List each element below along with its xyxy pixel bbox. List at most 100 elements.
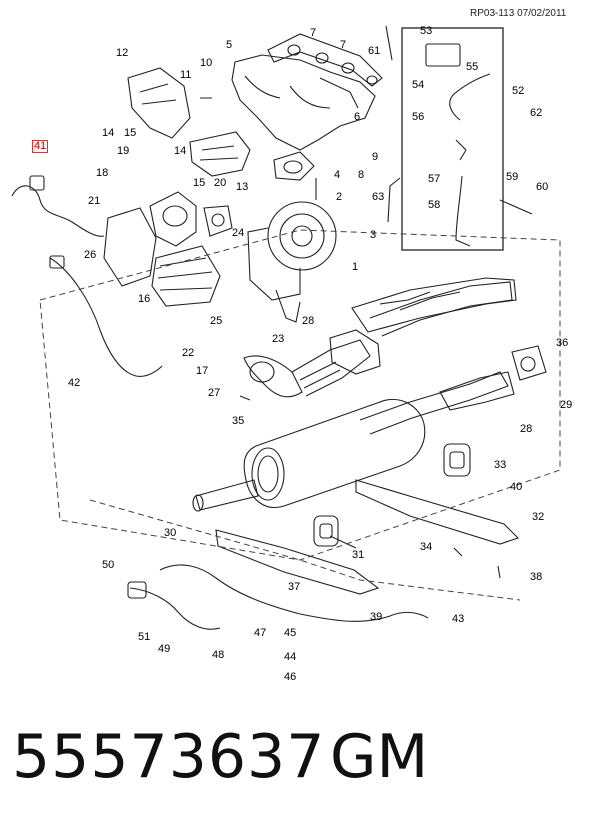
callout-47: 47: [254, 627, 267, 639]
callout-51: 51: [138, 631, 151, 643]
callout-6: 6: [354, 111, 361, 123]
callout-28b: 28: [520, 423, 533, 435]
callout-30: 30: [164, 527, 177, 539]
callout-23: 23: [272, 333, 285, 345]
callout-27: 27: [208, 387, 221, 399]
callout-60: 60: [536, 181, 549, 193]
part-number: 55573637: [12, 722, 326, 792]
vacuum-hose-56: [449, 73, 491, 121]
exhaust-hanger-31: [313, 515, 339, 547]
callout-22: 22: [182, 347, 195, 359]
callout-37: 37: [288, 581, 301, 593]
callout-18: 18: [96, 167, 109, 179]
callout-45: 45: [284, 627, 297, 639]
callout-62: 62: [530, 107, 543, 119]
callout-7b: 7: [340, 39, 347, 51]
callout-50: 50: [102, 559, 115, 571]
callout-3: 3: [370, 229, 377, 241]
upper-heat-shield-left: [127, 67, 191, 139]
callout-58: 58: [428, 199, 441, 211]
callout-21: 21: [88, 195, 101, 207]
callout-46: 46: [284, 671, 297, 683]
callout-53: 53: [420, 25, 433, 37]
muffler-body: [243, 398, 426, 508]
callout-28a: 28: [302, 315, 315, 327]
callout-41-highlighted[interactable]: 41: [32, 140, 49, 153]
front-bracket-30: [215, 529, 380, 595]
callout-32: 32: [532, 511, 545, 523]
part-footer: 55573637 GM: [0, 722, 600, 812]
callout-57: 57: [428, 173, 441, 185]
callout-12: 12: [116, 47, 129, 59]
callout-63: 63: [372, 191, 385, 203]
vacuum-hose-58: [455, 175, 471, 247]
callout-61: 61: [368, 45, 381, 57]
callout-1: 1: [352, 261, 359, 273]
callout-48: 48: [212, 649, 225, 661]
intermediate-pipe-28: [369, 281, 513, 337]
exhaust-manifold: [231, 54, 376, 151]
callout-29: 29: [560, 399, 573, 411]
callout-5: 5: [226, 39, 233, 51]
callout-14a: 14: [102, 127, 115, 139]
callout-8: 8: [358, 169, 365, 181]
callout-34: 34: [420, 541, 433, 553]
hose-assembly-box: [401, 27, 504, 251]
callout-15b: 15: [193, 177, 206, 189]
rear-bracket-32: [355, 479, 520, 545]
turbo-gasket: [273, 151, 315, 181]
callout-13: 13: [236, 181, 249, 193]
heat-shield-13: [189, 131, 251, 177]
muffler-end-cap: [251, 447, 285, 501]
rear-oxygen-sensor-harness-43: [159, 564, 429, 622]
callout-59: 59: [506, 171, 519, 183]
callout-43: 43: [452, 613, 465, 625]
callout-7a: 7: [310, 27, 317, 39]
callout-55: 55: [466, 61, 479, 73]
callout-17: 17: [196, 365, 209, 377]
manufacturer: GM: [330, 722, 429, 792]
callout-35: 35: [232, 415, 245, 427]
callout-20: 20: [214, 177, 227, 189]
flex-pipe-section: [291, 339, 371, 397]
callout-33: 33: [494, 459, 507, 471]
callout-36: 36: [556, 337, 569, 349]
callout-49: 49: [158, 643, 171, 655]
catalytic-converter-16: [151, 245, 221, 307]
heat-shield-28-upper: [351, 277, 517, 333]
manifold-gasket: [267, 33, 383, 87]
callout-19: 19: [117, 145, 130, 157]
exhaust-hanger-33: [443, 443, 471, 477]
callout-56: 56: [412, 111, 425, 123]
callout-44: 44: [284, 651, 297, 663]
flange-gasket-29: [511, 345, 547, 381]
callout-54: 54: [412, 79, 425, 91]
callout-26: 26: [84, 249, 97, 261]
turbocharger-housing: [267, 201, 337, 271]
callout-42: 42: [68, 377, 81, 389]
underbody-converter-28: [329, 329, 381, 375]
callout-11: 11: [180, 69, 192, 81]
converter-gasket-24: [203, 205, 233, 237]
callout-24: 24: [232, 227, 245, 239]
callout-14b: 14: [174, 145, 187, 157]
oxygen-sensor-harness-41: [11, 185, 105, 237]
tail-pipe: [195, 479, 259, 511]
callout-10: 10: [200, 57, 213, 69]
callout-25: 25: [210, 315, 223, 327]
callout-40: 40: [510, 481, 523, 493]
diagram-reference: RP03-113 07/02/2011: [470, 8, 567, 19]
callout-31: 31: [352, 549, 365, 561]
callout-2: 2: [336, 191, 343, 203]
rear-heat-shield-28: [439, 371, 515, 411]
oxygen-sensor-harness-42: [49, 257, 163, 377]
callout-16: 16: [138, 293, 151, 305]
callout-15a: 15: [124, 127, 137, 139]
front-pipe-27: [243, 355, 303, 398]
callout-38: 38: [530, 571, 543, 583]
callout-4: 4: [334, 169, 341, 181]
callout-52: 52: [512, 85, 525, 97]
converter-inlet: [149, 191, 197, 247]
cat-heat-shield-21: [103, 207, 157, 287]
